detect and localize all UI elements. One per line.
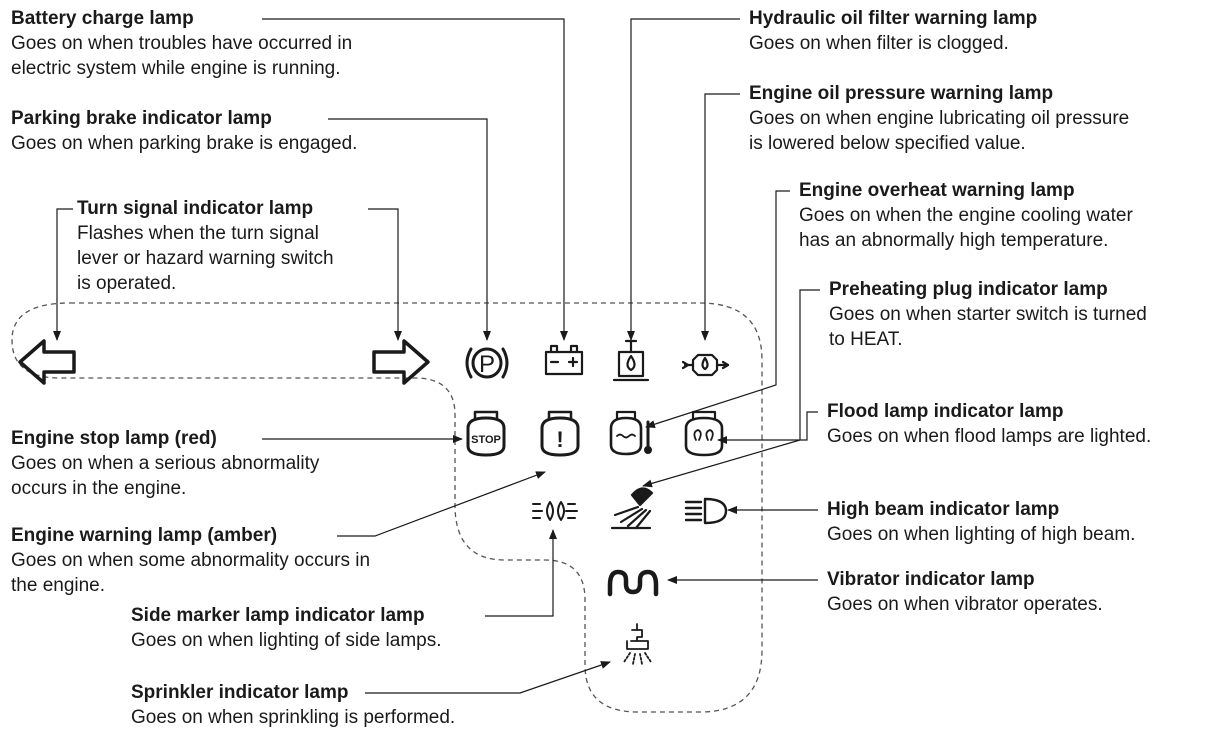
- engine-warning-icon: !: [540, 410, 580, 457]
- hydraulic-label-desc-1: Goes on when filter is clogged.: [749, 33, 1009, 54]
- sidemarker-label-title: Side marker lamp indicator lamp: [131, 605, 425, 626]
- preheat-label: Preheating plug indicator lamp Goes on w…: [829, 277, 1147, 352]
- turn-left-icon: [18, 339, 76, 385]
- warning-label-desc-1: Goes on when some abnormality occurs in: [11, 550, 371, 571]
- warning-label: Engine warning lamp (amber) Goes on when…: [11, 523, 370, 598]
- battery-icon: [544, 344, 584, 376]
- leader-preheat: [642, 289, 820, 488]
- vibrator-label-desc-1: Goes on when vibrator operates.: [827, 594, 1103, 615]
- leader-turn-right: [368, 208, 402, 341]
- turn-label: Turn signal indicator lamp Flashes when …: [77, 196, 334, 296]
- highbeam-label: High beam indicator lamp Goes on when li…: [827, 497, 1135, 547]
- sprinkler-label-desc-1: Goes on when sprinkling is performed.: [131, 707, 456, 728]
- overheat-label-title: Engine overheat warning lamp: [799, 180, 1075, 201]
- preheat-label-desc-2: to HEAT.: [829, 329, 903, 350]
- sprinkler-icon: [623, 623, 652, 665]
- high-beam-icon: [684, 497, 728, 525]
- preheat-label-title: Preheating plug indicator lamp: [829, 279, 1108, 300]
- oilpressure-label-desc-2: is lowered below specified value.: [749, 133, 1026, 154]
- stop-label-desc-1: Goes on when a serious abnormality: [11, 453, 320, 474]
- parking-brake-icon: P: [465, 347, 509, 379]
- leader-warning: [337, 471, 546, 537]
- preheat-label-desc-1: Goes on when starter switch is turned: [829, 304, 1147, 325]
- leader-turn-left: [53, 208, 73, 341]
- warning-label-title: Engine warning lamp (amber): [11, 525, 278, 546]
- flood-lamp-icon: [610, 487, 654, 530]
- parking-label-title: Parking brake indicator lamp: [11, 108, 272, 129]
- turn-label-desc-2: lever or hazard warning switch: [77, 248, 334, 269]
- parking-brake-icon-glyph: P: [479, 351, 495, 378]
- sprinkler-label-title: Sprinkler indicator lamp: [131, 682, 349, 703]
- flood-label-title: Flood lamp indicator lamp: [827, 401, 1064, 422]
- preheat-plug-icon: [684, 410, 724, 457]
- battery-label-desc-1: Goes on when troubles have occurred in: [11, 33, 353, 54]
- engine-overheat-icon: [609, 410, 652, 456]
- turn-label-title: Turn signal indicator lamp: [77, 198, 314, 219]
- oilpressure-label: Engine oil pressure warning lamp Goes on…: [749, 81, 1129, 156]
- oilpressure-label-desc-1: Goes on when engine lubricating oil pres…: [749, 108, 1130, 129]
- leader-sprinkler: [365, 661, 611, 694]
- sprinkler-label: Sprinkler indicator lamp Goes on when sp…: [131, 680, 455, 730]
- stop-label-desc-2: occurs in the engine.: [11, 478, 187, 499]
- overheat-label-desc-2: has an abnormally high temperature.: [799, 230, 1109, 251]
- stop-label: Engine stop lamp (red) Goes on when a se…: [11, 426, 319, 501]
- leader-hydraulic: [627, 18, 740, 341]
- leader-oilpressure: [701, 93, 740, 341]
- battery-label-desc-2: electric system while engine is running.: [11, 58, 341, 79]
- leader-flood: [717, 411, 818, 444]
- oil-pressure-icon: [681, 353, 730, 377]
- sidemarker-label-desc-1: Goes on when lighting of side lamps.: [131, 630, 442, 651]
- engine-stop-icon-glyph: STOP: [471, 434, 501, 446]
- leader-overheat: [645, 190, 790, 429]
- flood-label: Flood lamp indicator lamp Goes on when f…: [827, 399, 1151, 449]
- stop-label-title: Engine stop lamp (red): [11, 428, 217, 449]
- engine-stop-icon: STOP: [466, 410, 506, 457]
- hydraulic-label-title: Hydraulic oil filter warning lamp: [749, 8, 1038, 29]
- leader-parking: [328, 118, 491, 341]
- turn-right-icon: [372, 339, 430, 385]
- battery-label: Battery charge lamp Goes on when trouble…: [11, 6, 352, 81]
- vibrator-label: Vibrator indicator lamp Goes on when vib…: [827, 567, 1103, 617]
- warning-label-desc-2: the engine.: [11, 575, 106, 596]
- engine-warning-icon-glyph: !: [556, 427, 563, 452]
- turn-label-desc-1: Flashes when the turn signal: [77, 223, 319, 244]
- parking-label: Parking brake indicator lamp Goes on whe…: [11, 106, 357, 156]
- highbeam-label-desc-1: Goes on when lighting of high beam.: [827, 524, 1136, 545]
- flood-label-desc-1: Goes on when flood lamps are lighted.: [827, 426, 1152, 447]
- turn-label-desc-3: is operated.: [77, 273, 177, 294]
- highbeam-label-title: High beam indicator lamp: [827, 499, 1060, 520]
- hydraulic-filter-icon: [612, 339, 650, 382]
- overheat-label-desc-1: Goes on when the engine cooling water: [799, 205, 1133, 226]
- leader-battery: [262, 18, 568, 341]
- vibrator-label-title: Vibrator indicator lamp: [827, 569, 1035, 590]
- oilpressure-label-title: Engine oil pressure warning lamp: [749, 83, 1054, 104]
- battery-label-title: Battery charge lamp: [11, 8, 194, 29]
- leader-lines: [53, 18, 820, 694]
- side-marker-icon: [532, 501, 578, 521]
- hydraulic-label: Hydraulic oil filter warning lamp Goes o…: [749, 6, 1037, 56]
- overheat-label: Engine overheat warning lamp Goes on whe…: [799, 178, 1133, 253]
- vibrator-icon: [607, 569, 659, 597]
- parking-label-desc-1: Goes on when parking brake is engaged.: [11, 133, 358, 154]
- leader-sidemarker: [485, 529, 557, 617]
- sidemarker-label: Side marker lamp indicator lamp Goes on …: [131, 603, 442, 653]
